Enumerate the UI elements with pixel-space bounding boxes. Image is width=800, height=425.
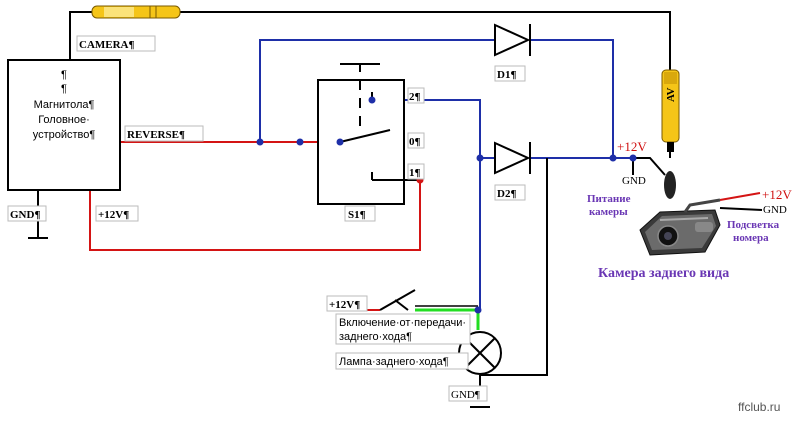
junction-dots (256, 96, 637, 314)
pin0-label: 0¶ (409, 136, 421, 148)
camera-rca-connector (91, 5, 181, 19)
gnd-left-label-box (7, 205, 47, 222)
d1-label-box (494, 65, 526, 82)
pin1-label-box (407, 163, 425, 180)
rear-camera (639, 171, 721, 256)
site-watermark: ffclub.ru (738, 400, 780, 414)
d1-label: D1¶ (497, 69, 516, 81)
backlight-label-2: номера (733, 232, 769, 244)
camera-title: Камера заднего вида (598, 266, 729, 281)
pin2-label: 2¶ (409, 91, 421, 103)
v12-left-label: +12V¶ (98, 209, 129, 221)
backlight-label-1: Подсветка (727, 219, 780, 231)
gnd-left-label: GND¶ (10, 209, 40, 221)
blue-wires (259, 39, 633, 312)
d2-label: D2¶ (497, 188, 516, 200)
switch-desc-line-2: заднего·хода¶ (339, 331, 412, 343)
reverse-label-box (124, 125, 204, 142)
s1-label-box (344, 205, 376, 222)
reverse-label: REVERSE¶ (127, 129, 185, 141)
camera-label-box (76, 35, 156, 52)
v12-switch-label: +12V¶ (329, 299, 360, 311)
v12-backlight-label: +12V (762, 187, 792, 202)
reverse-gear-switch (379, 289, 416, 311)
camera-power-label-1: Питание (587, 193, 631, 205)
v12-switch-label-box (326, 295, 368, 312)
switch-desc-line-1: Включение·от·передачи· (339, 317, 466, 329)
camera-power-label-2: камеры (589, 206, 628, 218)
gnd-backlight-label: GND (763, 204, 787, 216)
v12-camera-label: +12V (617, 139, 647, 154)
gnd-lamp-label-box (448, 385, 488, 402)
v12-left-label-box (95, 205, 139, 222)
lamp-label: Лампа·заднего·хода¶ (339, 356, 449, 368)
diode-d1 (494, 23, 531, 57)
camera-connector-label: CAMERA¶ (79, 39, 134, 51)
av-rca-connector (661, 69, 680, 152)
switch-s1-box (317, 79, 405, 205)
lamp-label-box (335, 352, 469, 370)
head-unit-para-2: ¶ (61, 83, 67, 95)
s1-label: S1¶ (348, 209, 366, 221)
switch-desc-box (335, 313, 471, 345)
gnd-lamp-label: GND¶ (451, 389, 480, 401)
gnd-camera-label: GND (622, 175, 646, 187)
pin1-label: 1¶ (409, 167, 421, 179)
head-unit-subtitle-2: устройство¶ (33, 129, 96, 141)
head-unit-subtitle-1: Головное· (38, 114, 90, 126)
switch-s1-contacts (339, 63, 420, 181)
av-label: AV (665, 87, 677, 102)
pin2-label-box (407, 87, 425, 104)
head-unit-para-1: ¶ (61, 69, 67, 81)
head-unit-box (7, 59, 121, 191)
pin0-label-box (407, 132, 425, 149)
head-unit-title: Магнитола¶ (34, 99, 95, 111)
d2-label-box (494, 184, 526, 201)
diode-d2 (494, 141, 531, 175)
